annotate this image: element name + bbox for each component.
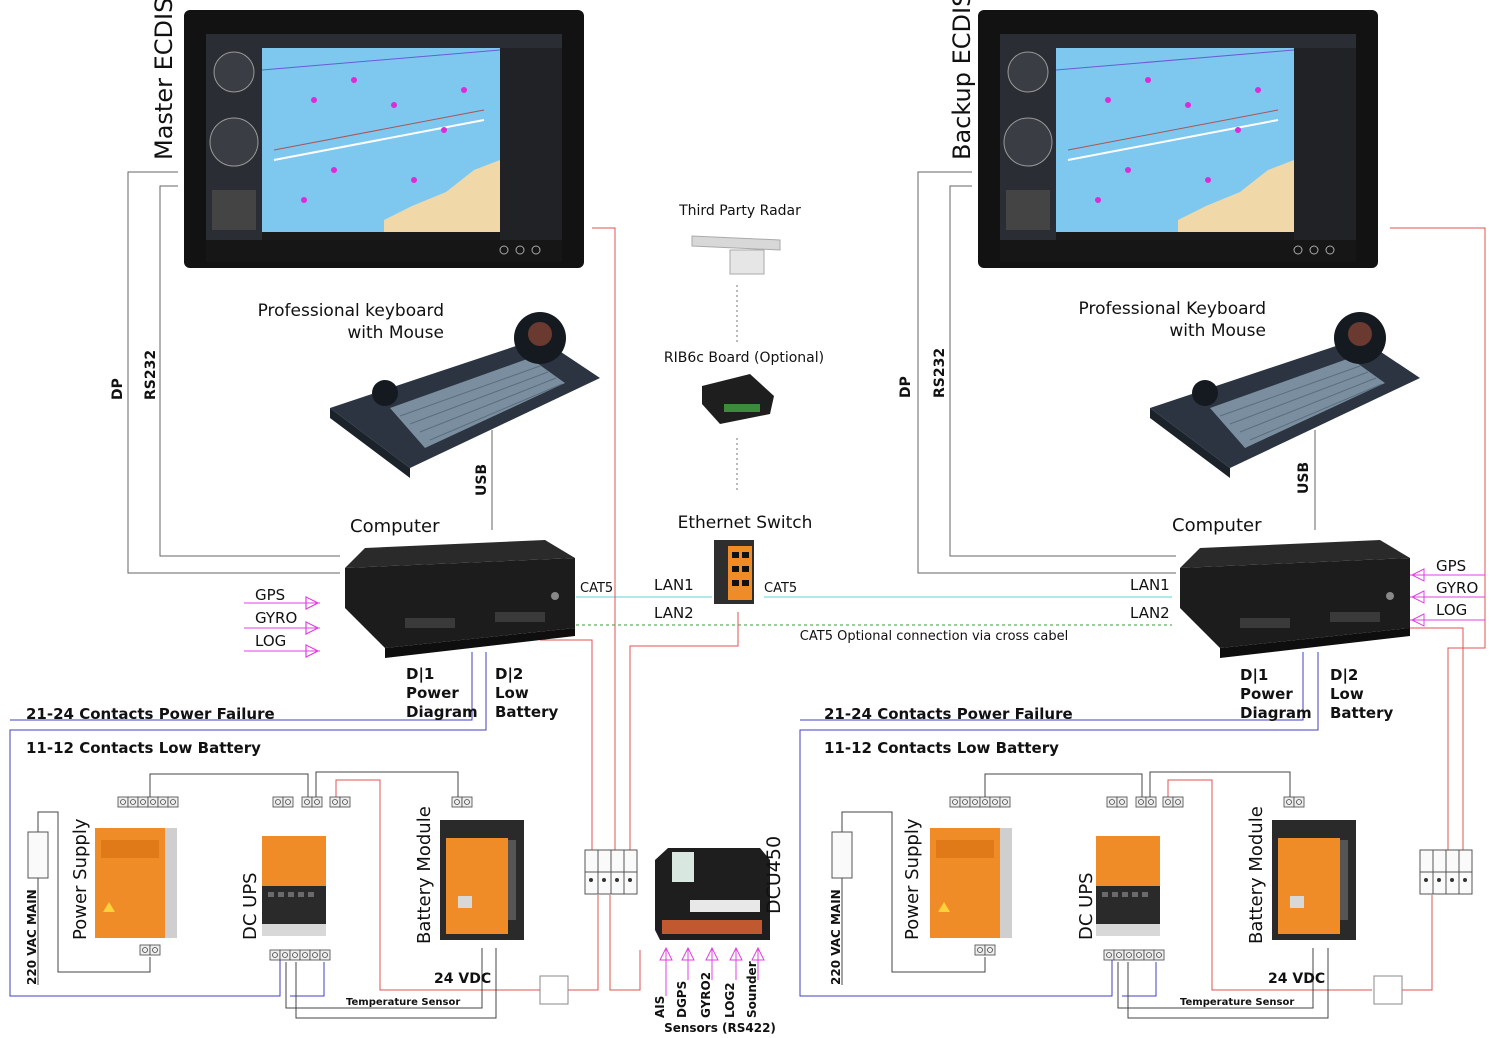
master-ecdis-title: Master ECDIS — [150, 0, 178, 160]
master-rs232-label: RS232 — [143, 350, 159, 400]
master-log-label: LOG — [255, 632, 286, 650]
center-network: Third Party Radar RIB6c Board (Optional)… — [653, 203, 1068, 1035]
master-d1-line1: D|1 — [406, 665, 434, 684]
sensors-caption: Sensors (RS422) — [664, 1021, 776, 1035]
backup-fuse-block — [1419, 849, 1473, 895]
backup-gyro-label: GYRO — [1436, 579, 1478, 597]
master-d2-line2: Low — [495, 684, 529, 702]
backup-dp-label: DP — [898, 376, 914, 398]
cat5-optional-label: CAT5 Optional connection via cross cabel — [800, 629, 1068, 644]
master-gps-label: GPS — [255, 586, 285, 604]
rib-board — [702, 374, 774, 424]
backup-temp-sensor-label: Temperature Sensor — [1180, 997, 1294, 1008]
backup-ecdis-monitor — [977, 9, 1379, 269]
master-cat5-label: CAT5 — [580, 581, 613, 596]
backup-gps-label: GPS — [1436, 557, 1466, 575]
sensor-ais: AIS — [653, 996, 667, 1018]
master-dc-ups — [262, 836, 326, 936]
backup-power-supply-label: Power Supply — [902, 818, 923, 940]
backup-usb-label: USB — [1296, 462, 1312, 494]
backup-d1-line2: Power — [1240, 685, 1293, 703]
backup-d1-line3: Diagram — [1240, 704, 1312, 722]
ethernet-switch — [714, 540, 754, 604]
master-vdc-label: 24 VDC — [434, 971, 491, 987]
master-computer-label: Computer — [350, 516, 440, 537]
master-dp-label: DP — [110, 378, 126, 400]
master-sensor-input-lines — [244, 602, 320, 652]
wiring — [9, 171, 1486, 1019]
master-temp-sensor — [539, 975, 569, 1005]
backup-contacts-battery: 11-12 Contacts Low Battery — [824, 739, 1059, 757]
master-d1-line3: Diagram — [406, 703, 478, 721]
master-battery-module-label: Battery Module — [414, 806, 435, 944]
backup-temp-sensor — [1373, 975, 1403, 1005]
backup-d2-line2: Low — [1330, 685, 1364, 703]
master-contacts-battery: 11-12 Contacts Low Battery — [26, 739, 261, 757]
master-keyboard-label-2: with Mouse — [347, 323, 444, 343]
backup-vdc-label: 24 VDC — [1268, 971, 1325, 987]
backup-ecdis-title: Backup ECDIS — [948, 0, 976, 160]
backup-contacts-power: 21-24 Contacts Power Failure — [824, 705, 1073, 723]
right-dp-cable — [917, 171, 1176, 574]
master-d2-line3: Battery — [495, 703, 558, 721]
master-power-supply — [95, 828, 177, 938]
backup-keyboard-label-2: with Mouse — [1169, 321, 1266, 341]
dcu450-label: DCU450 — [763, 836, 785, 914]
backup-mains-fuse — [831, 831, 853, 879]
backup-dc-ups — [1096, 836, 1160, 936]
sensor-log2: LOG2 — [723, 982, 737, 1018]
right-rs232-cable — [949, 185, 1176, 557]
radar-antenna — [691, 235, 781, 275]
backup-dc-ups-label: DC UPS — [1076, 872, 1097, 940]
dcu-sensor-lines — [659, 946, 765, 996]
backup-rs232-label: RS232 — [932, 348, 948, 398]
sensor-dgps: DGPS — [675, 981, 689, 1018]
rib-label: RIB6c Board (Optional) — [664, 350, 824, 366]
master-power-supply-label: Power Supply — [70, 818, 91, 940]
backup-lan2-label: LAN2 — [1130, 604, 1170, 622]
master-dc-ups-label: DC UPS — [240, 872, 261, 940]
backup-battery-module — [1272, 820, 1356, 940]
master-station: Master ECDIS Professional keyboard with … — [25, 0, 694, 1008]
master-keyboard-label-1: Professional keyboard — [258, 301, 444, 321]
left-dp-cable — [127, 171, 340, 574]
left-rs232-cable — [159, 185, 340, 557]
master-gyro-label: GYRO — [255, 609, 297, 627]
sensor-sounder: Sounder — [745, 961, 759, 1018]
backup-keyboard-label-1: Professional Keyboard — [1079, 299, 1266, 319]
master-usb-label: USB — [474, 464, 490, 496]
master-temp-sensor-label: Temperature Sensor — [346, 997, 460, 1008]
backup-mains-label: 220 VAC MAIN — [829, 889, 843, 985]
backup-d2-line3: Battery — [1330, 704, 1393, 722]
backup-cat5-label: CAT5 — [764, 581, 797, 596]
backup-computer — [1180, 540, 1410, 658]
master-contacts-power: 21-24 Contacts Power Failure — [26, 705, 275, 723]
master-mains-fuse — [27, 831, 49, 879]
master-battery-module — [440, 820, 524, 940]
master-lan2-label: LAN2 — [654, 604, 694, 622]
switch-label: Ethernet Switch — [678, 513, 813, 533]
backup-sensor-input-lines — [1410, 568, 1485, 627]
radar-label: Third Party Radar — [678, 203, 801, 219]
master-fuse-block — [584, 849, 638, 895]
backup-station: Backup ECDIS Professional Keyboard with … — [764, 0, 1485, 1008]
sensor-gyro2: GYRO2 — [699, 972, 713, 1018]
backup-log-label: LOG — [1436, 601, 1467, 619]
master-ecdis-monitor — [183, 9, 585, 269]
master-d1-line2: Power — [406, 684, 459, 702]
backup-d2-line1: D|2 — [1330, 666, 1358, 685]
backup-computer-label: Computer — [1172, 515, 1262, 536]
backup-battery-module-label: Battery Module — [1246, 806, 1267, 944]
master-d2-line1: D|2 — [495, 665, 523, 684]
backup-power-supply — [930, 828, 1012, 938]
master-mains-label: 220 VAC MAIN — [25, 889, 39, 985]
dcu450 — [655, 848, 770, 940]
backup-d1-line1: D|1 — [1240, 666, 1268, 685]
master-lan1-label: LAN1 — [654, 576, 694, 594]
backup-lan1-label: LAN1 — [1130, 576, 1170, 594]
